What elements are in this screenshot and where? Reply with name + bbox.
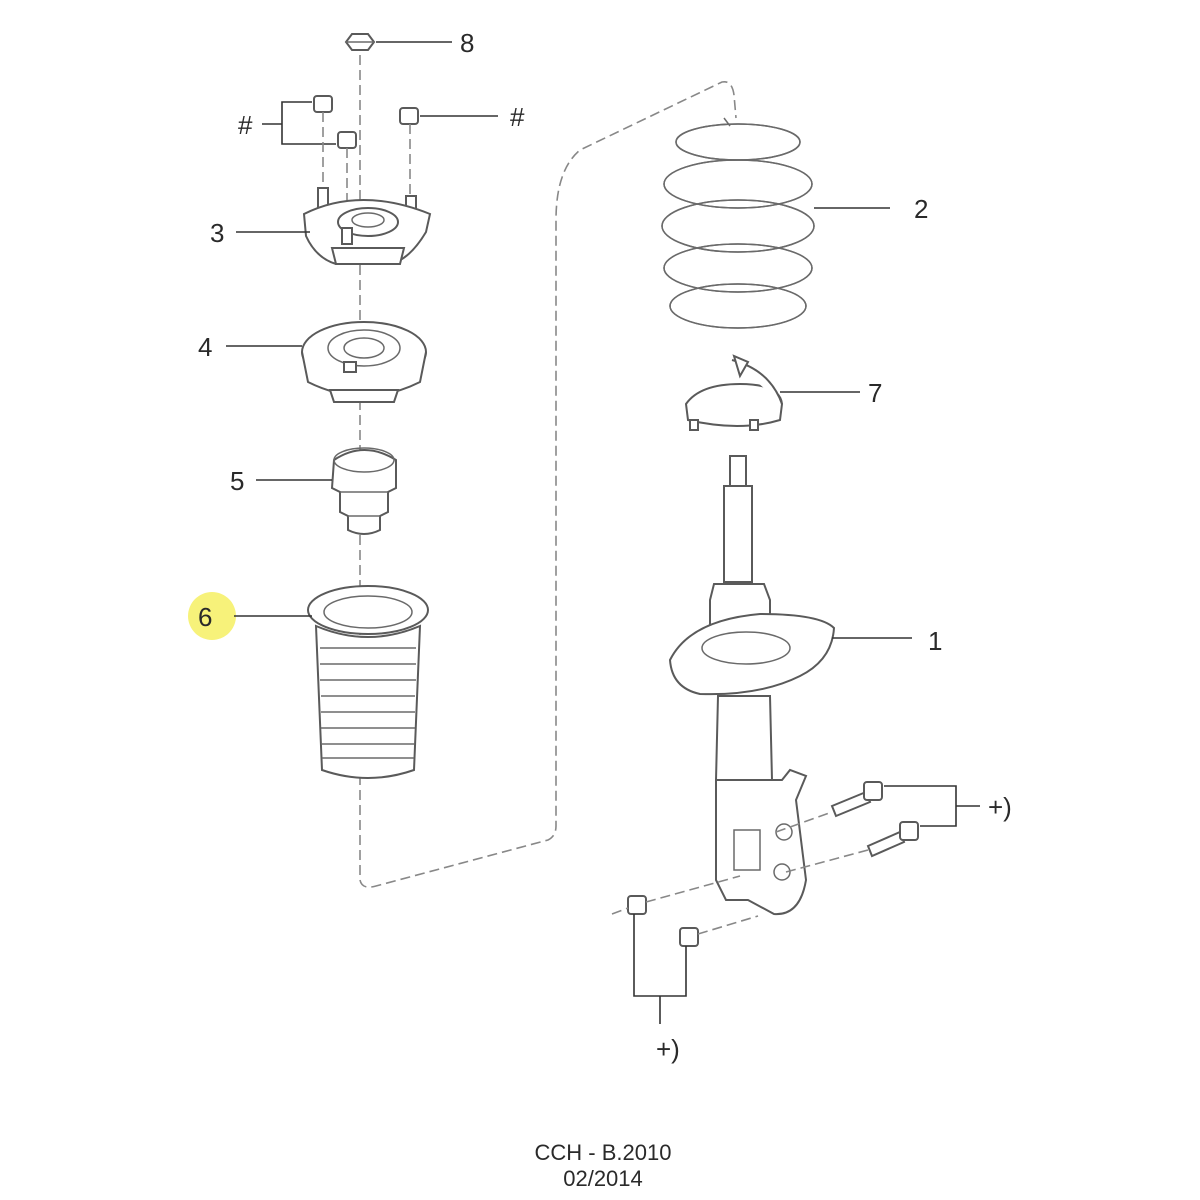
callout-7: 7 <box>868 378 882 408</box>
callout-plus-right: +) <box>988 792 1012 822</box>
bump-stop-icon <box>330 447 397 535</box>
nut-guide-2 <box>645 875 741 903</box>
callout-plus-bottom: +) <box>656 1034 680 1064</box>
nut-icon <box>627 895 699 947</box>
strut-assembly-icon <box>668 455 836 916</box>
bolt-guide-1 <box>775 811 833 833</box>
callout-5: 5 <box>230 466 244 496</box>
top-mount-icon <box>302 187 432 265</box>
nut-guide-3 <box>697 915 759 935</box>
assembly-dashed-path <box>359 40 737 888</box>
footer-date: 02/2014 <box>563 1166 643 1191</box>
callout-hash-left: # <box>238 110 253 140</box>
nut-guide-1 <box>611 907 629 915</box>
footer-code: CCH - B.2010 <box>535 1140 672 1165</box>
leader-hash-left <box>262 101 336 145</box>
callout-hash-right: # <box>510 102 525 132</box>
callout-1: 1 <box>928 626 942 656</box>
callout-3: 3 <box>210 218 224 248</box>
callout-6-highlight <box>188 592 236 640</box>
strut-bearing-icon <box>301 321 427 403</box>
stud-nuts-icon <box>313 95 419 149</box>
dust-boot-icon <box>307 585 429 779</box>
coil-spring-icon <box>661 117 815 329</box>
callout-2: 2 <box>914 194 928 224</box>
spring-seat-icon <box>684 354 784 431</box>
leader-plus-bottom <box>633 914 687 1024</box>
leader-plus-right <box>884 785 980 827</box>
callout-8: 8 <box>460 28 474 58</box>
callout-4: 4 <box>198 332 212 362</box>
callout-6: 6 <box>198 602 212 632</box>
bolt-icon <box>830 781 919 858</box>
top-nut-icon <box>344 33 376 51</box>
